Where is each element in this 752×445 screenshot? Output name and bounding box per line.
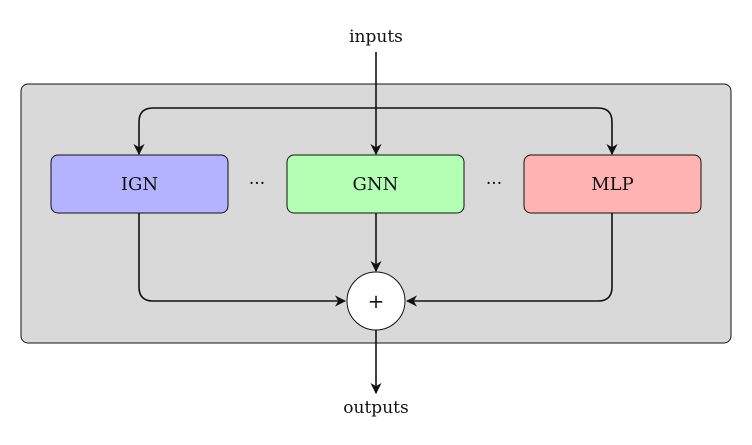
inputs-label: inputs [349,27,403,47]
branch-arrow-right [376,107,618,156]
merge-arrow-left [138,213,347,307]
ellipsis-right: ··· [486,174,502,194]
sum-symbol: + [368,289,385,313]
outputs-label: outputs [343,398,408,418]
branch-arrow-left [133,107,376,156]
module-label-mlp: MLP [591,174,634,195]
ellipsis-left: ··· [249,174,265,194]
module-label-ign: IGN [121,174,158,195]
module-label-gnn: GNN [353,174,399,195]
merge-arrow-right [405,213,613,307]
